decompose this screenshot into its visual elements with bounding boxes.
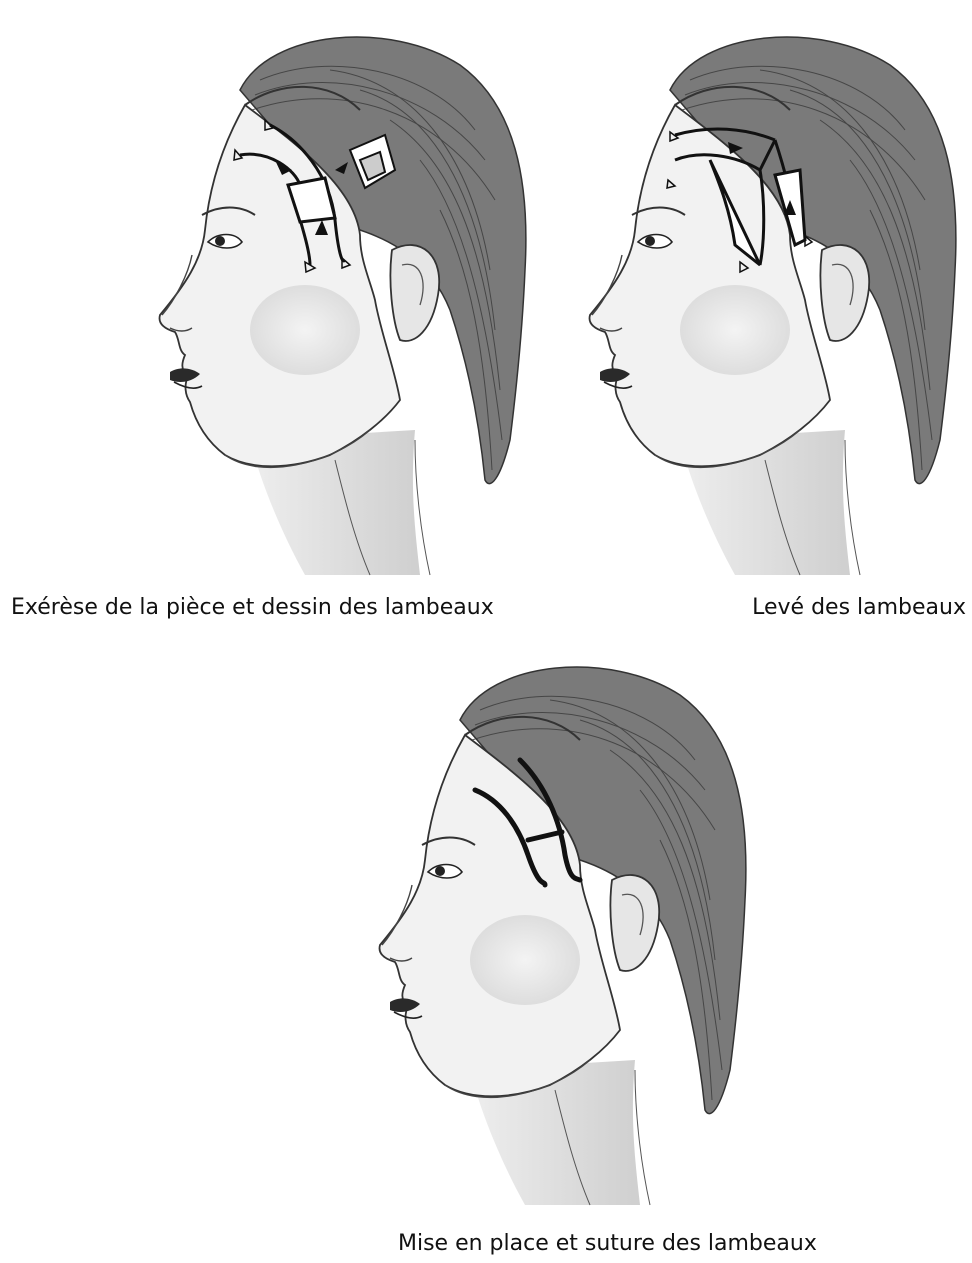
illustration-excision-and-flap-design [130, 10, 530, 585]
head-profile-illustration-3 [350, 640, 750, 1215]
caption-step-1: Exérèse de la pièce et dessin des lambea… [11, 597, 494, 619]
caption-step-2: Levé des lambeaux [752, 597, 966, 619]
caption-step-3: Mise en place et suture des lambeaux [398, 1233, 817, 1255]
illustration-flap-raising [560, 10, 960, 585]
illustration-flap-placement-and-suture [350, 640, 750, 1215]
head-profile-illustration-2 [560, 10, 960, 585]
head-profile-illustration-1 [130, 10, 530, 585]
